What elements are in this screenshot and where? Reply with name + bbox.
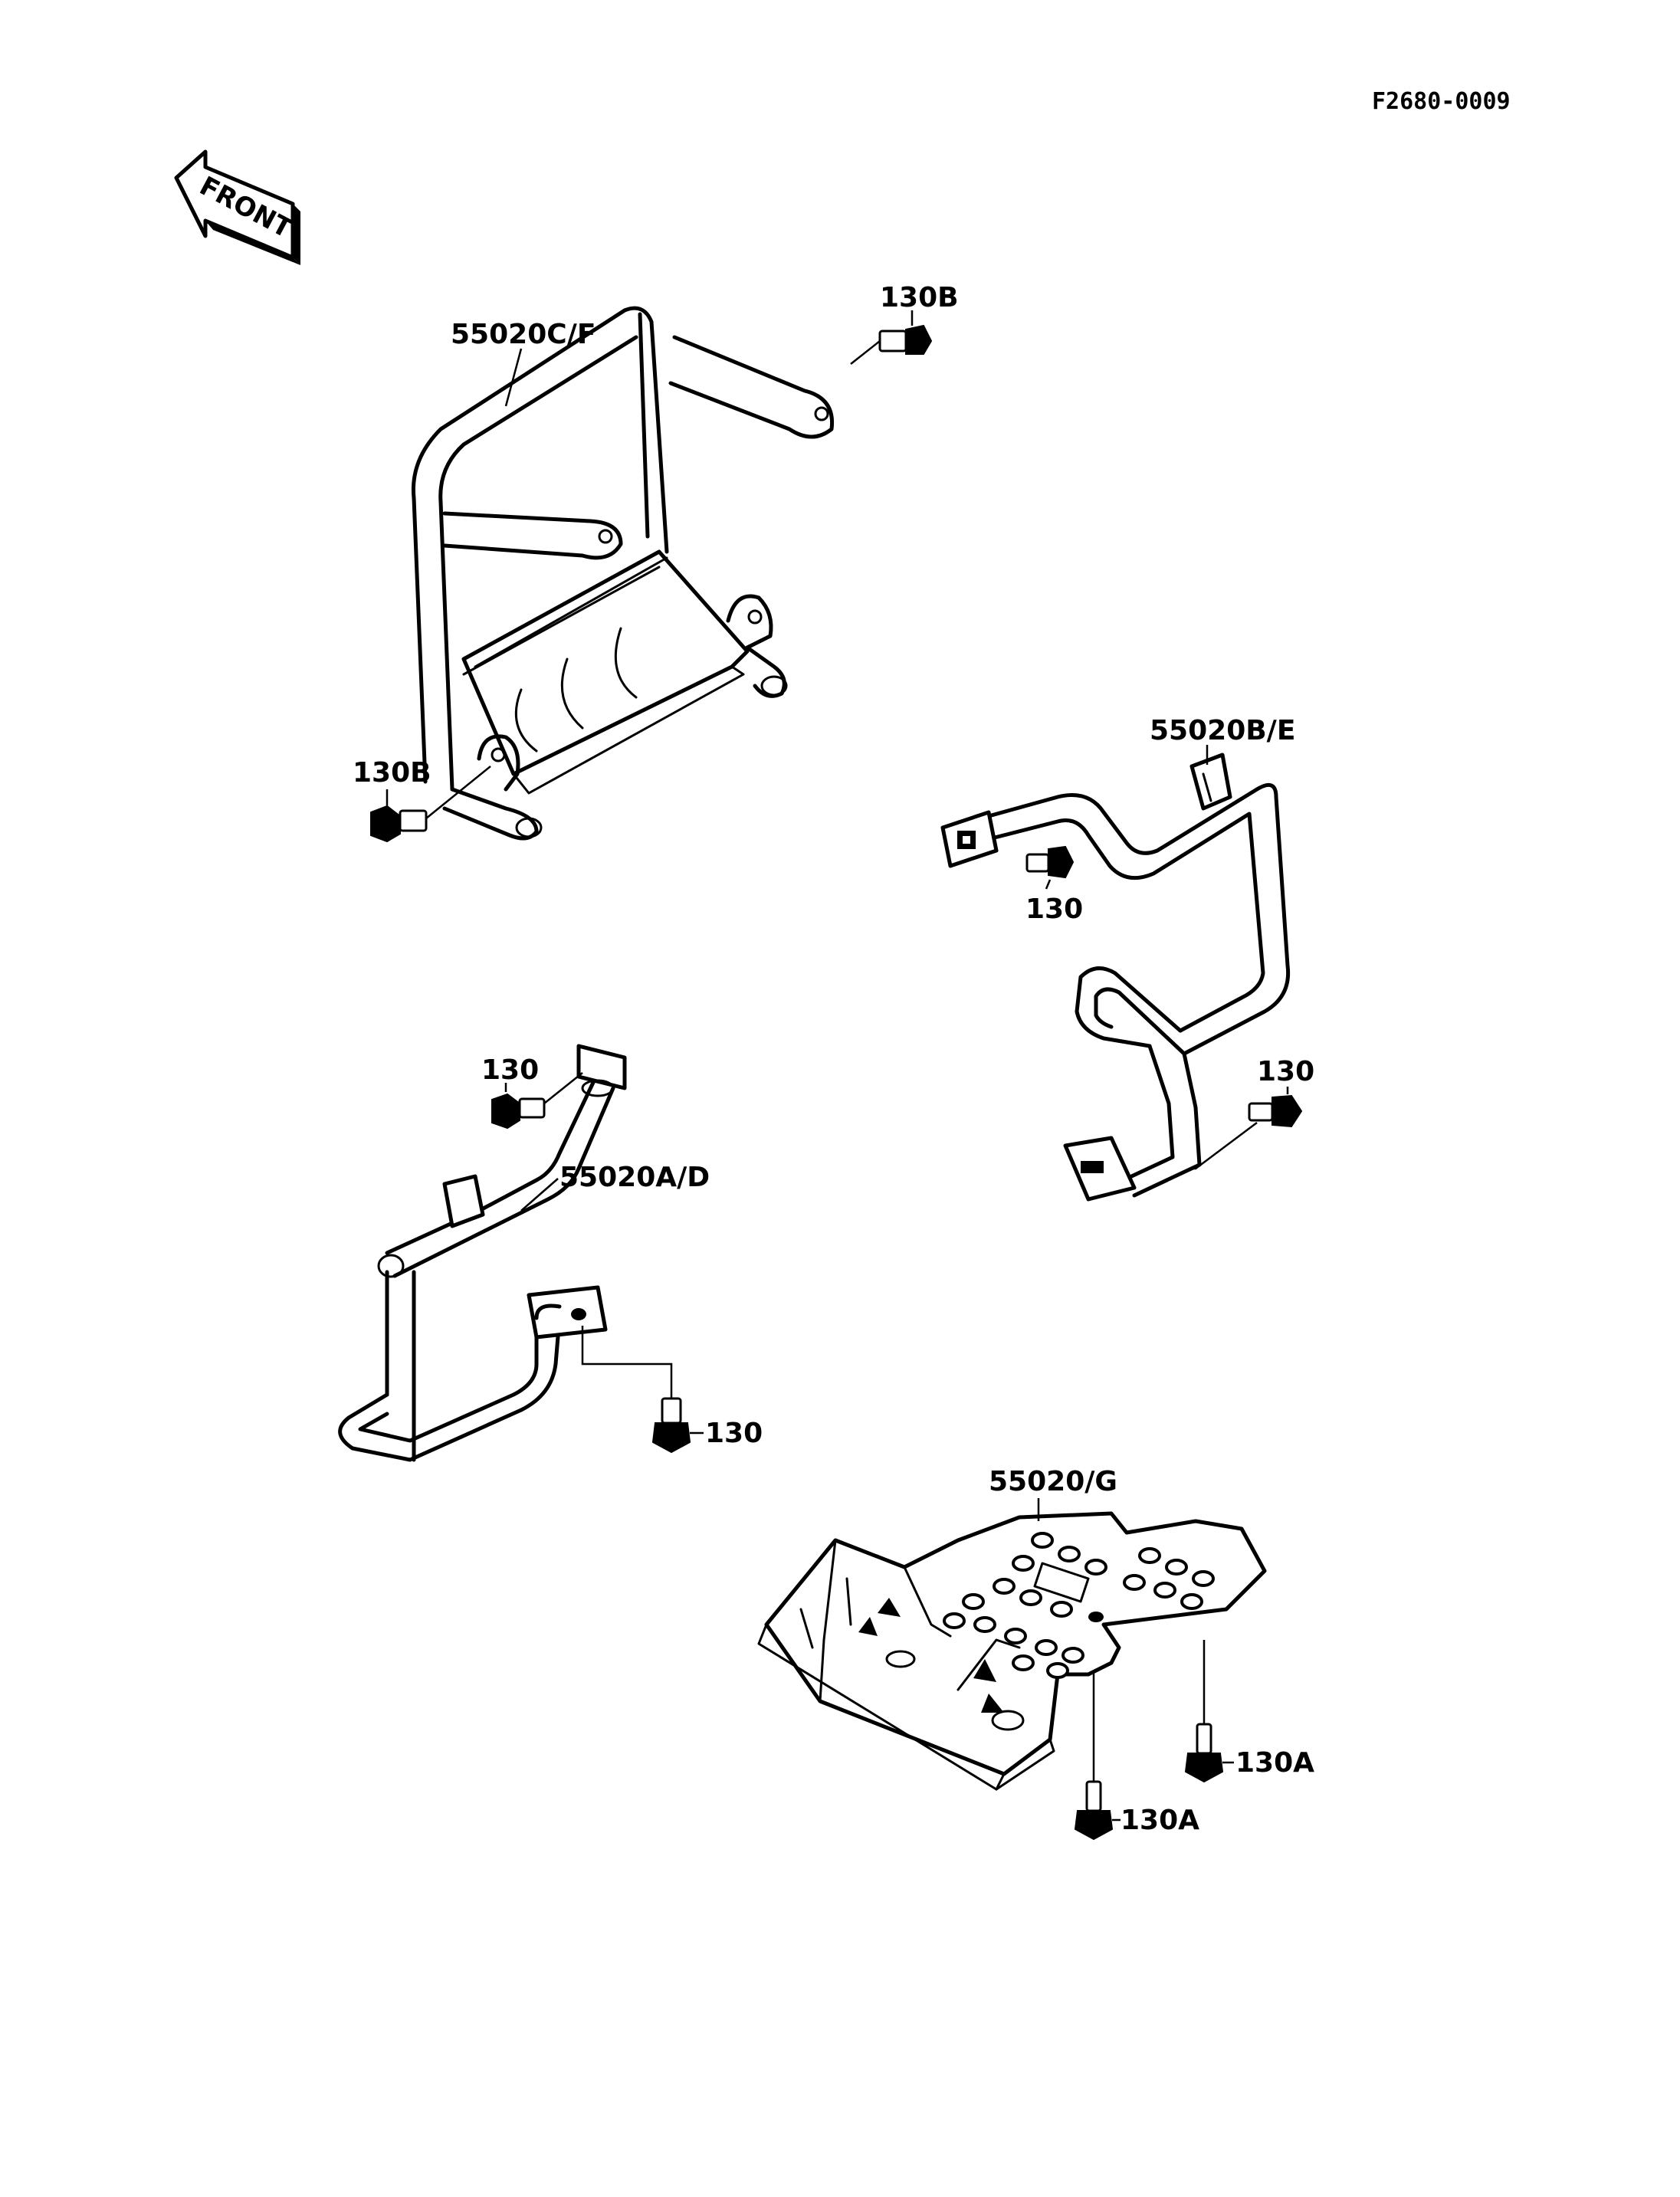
label-front-guard: 55020C/F (451, 319, 596, 350)
label-left-footguard-bolt-lower: 130 (705, 1418, 763, 1449)
reference-code: F2680-0009 (1372, 88, 1511, 115)
bolt-130b-right (850, 310, 933, 365)
label-skid-plate: 55020/G (989, 1466, 1117, 1497)
bolt-130b-left (370, 766, 491, 843)
label-right-footguard-bolt-upper: 130 (1025, 894, 1083, 925)
label-skid-plate-bolt-right: 130A (1235, 1747, 1314, 1779)
bolt-130-right-upper (1025, 845, 1075, 890)
label-left-footguard: 55020A/D (559, 1162, 710, 1193)
label-right-footguard: 55020B/E (1150, 715, 1295, 746)
label-skid-plate-bolt-left: 130A (1121, 1805, 1199, 1836)
skid-plate (757, 1511, 1267, 1791)
label-front-guard-bolt-right: 130B (880, 282, 959, 313)
label-right-footguard-bolt-lower: 130 (1257, 1056, 1314, 1087)
front-guard (411, 306, 835, 841)
bolt-130a-left (1074, 1671, 1121, 1841)
label-front-guard-bolt-left: 130B (353, 757, 431, 789)
bolt-130a-right (1184, 1640, 1234, 1783)
right-footguard (940, 753, 1291, 1202)
bolt-130-right-lower (1192, 1087, 1303, 1170)
left-footguard (338, 1044, 627, 1462)
front-arrow-icon: FRONT (174, 149, 300, 265)
bolt-130-left-lower (581, 1326, 704, 1454)
bolt-130-left-upper (491, 1072, 583, 1130)
label-left-footguard-bolt-upper: 130 (481, 1054, 539, 1086)
